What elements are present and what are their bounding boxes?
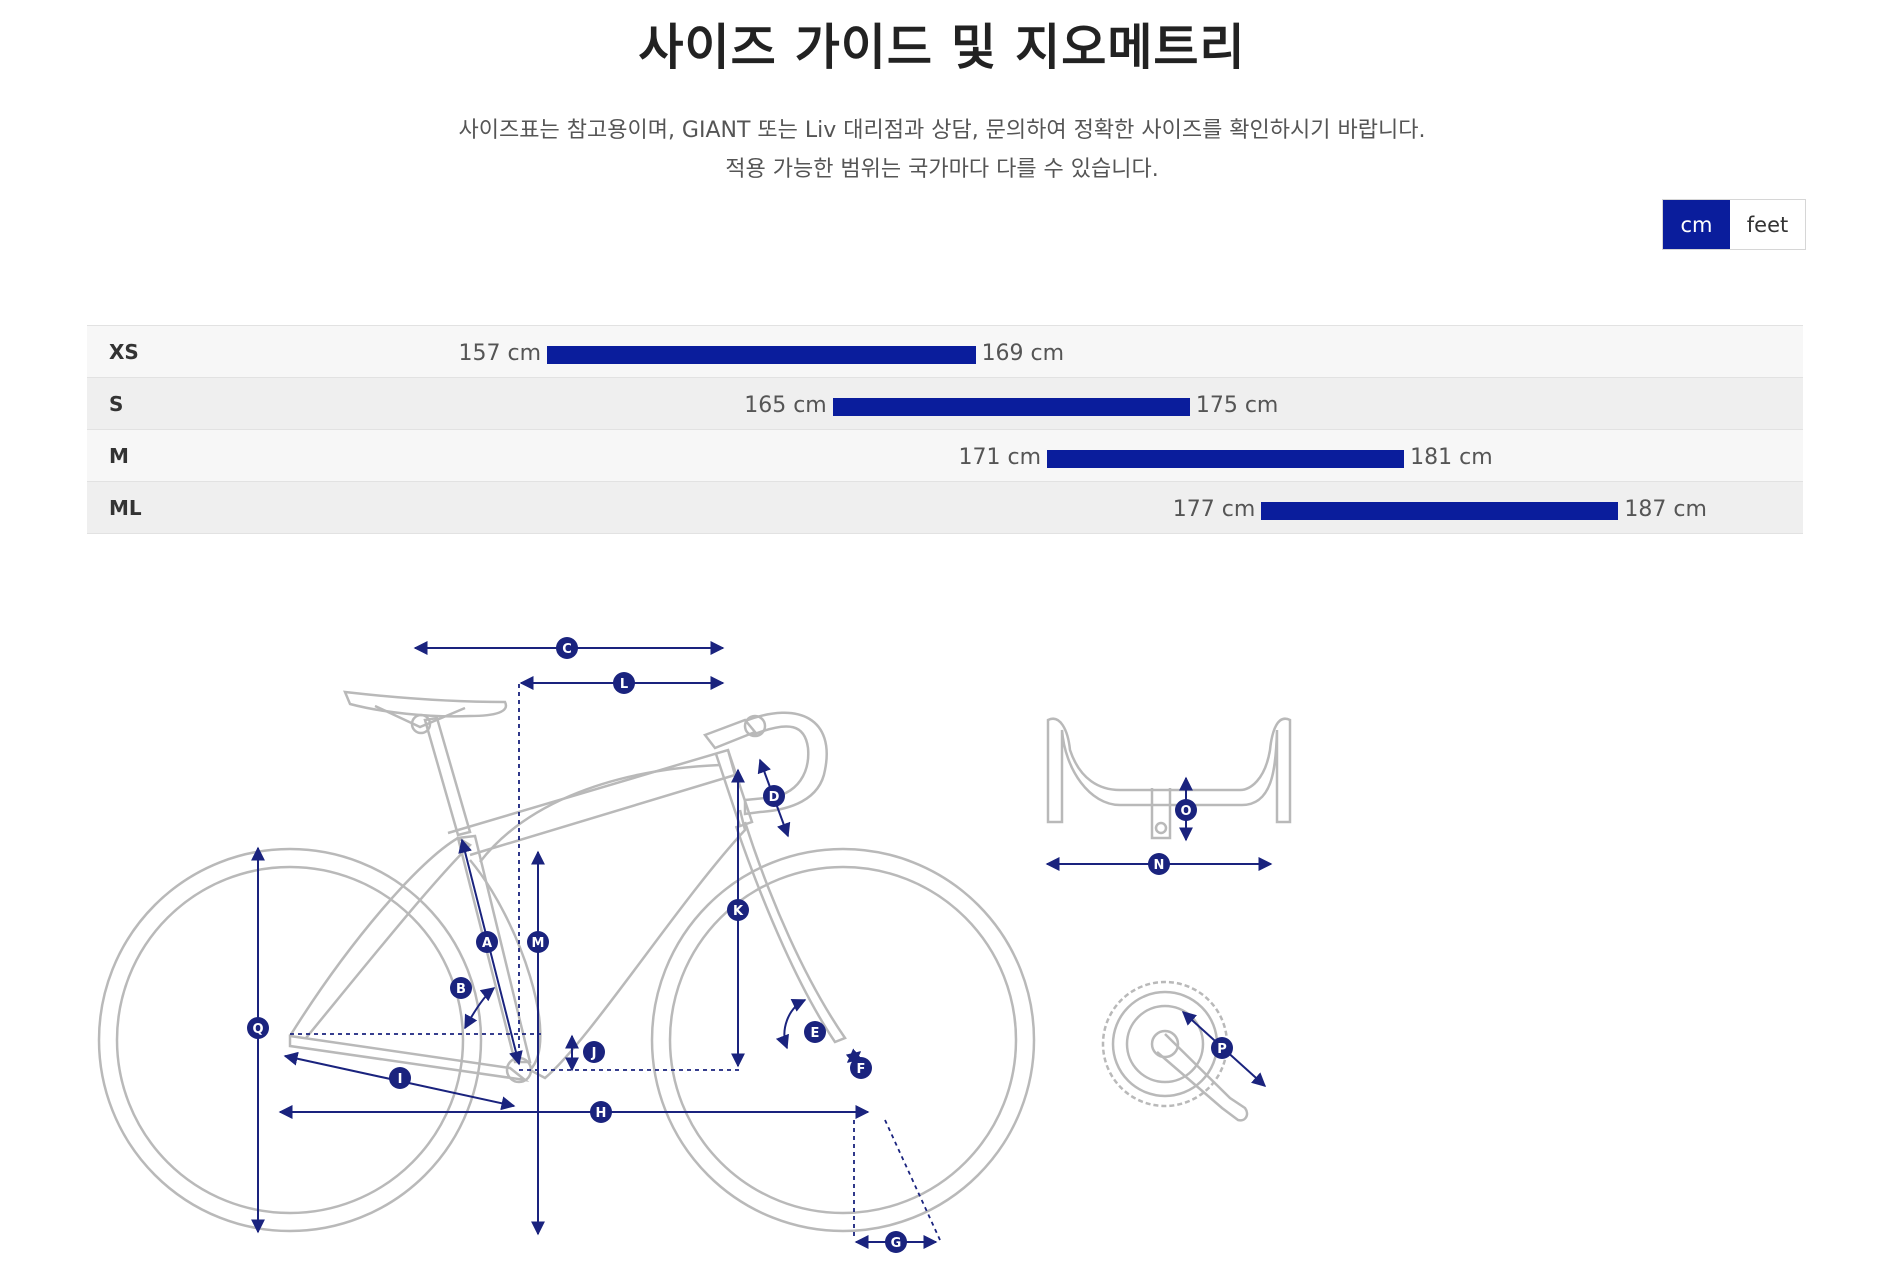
marker-k: K <box>727 899 749 921</box>
svg-text:I: I <box>398 1072 403 1087</box>
unit-toggle: cm feet <box>1662 199 1806 250</box>
marker-h: H <box>590 1101 612 1123</box>
svg-text:M: M <box>532 936 545 951</box>
subtitle-line-1: 사이즈표는 참고용이며, GIANT 또는 Liv 대리점과 상담, 문의하여 … <box>458 118 1426 143</box>
marker-e: E <box>804 1021 826 1043</box>
bike-illustration <box>97 690 1292 1233</box>
svg-text:C: C <box>562 642 572 657</box>
svg-text:N: N <box>1154 858 1165 873</box>
size-row-m: M 171 cm 181 cm <box>87 430 1803 482</box>
range-bar <box>832 398 1190 416</box>
unit-cm-button[interactable]: cm <box>1663 200 1730 249</box>
range-bar <box>1047 450 1405 468</box>
bike-geometry-diagram: C L D A M K B Q E J F I H G O N P <box>97 637 1292 1253</box>
range-min-label: 177 cm <box>1172 497 1256 522</box>
range-max-label: 181 cm <box>1410 445 1493 470</box>
geometry-reference-lines <box>290 684 941 1241</box>
marker-o: O <box>1175 799 1197 821</box>
size-label: XS <box>109 340 139 364</box>
marker-m: M <box>527 931 549 953</box>
range-max-label: 169 cm <box>981 341 1065 366</box>
dimension-markers: C L D A M K B Q E J F I H G O N P <box>247 637 1233 1253</box>
marker-d: D <box>763 785 785 807</box>
svg-text:Q: Q <box>252 1022 263 1037</box>
range-min-label: 165 cm <box>744 393 827 418</box>
range-max-label: 187 cm <box>1624 497 1707 522</box>
svg-text:F: F <box>857 1062 866 1077</box>
size-label: S <box>109 392 124 416</box>
svg-text:D: D <box>769 790 780 805</box>
subtitle-line-2: 적용 가능한 범위는 국가마다 다를 수 있습니다. <box>725 157 1159 182</box>
svg-text:B: B <box>456 982 466 997</box>
marker-b: B <box>450 977 472 999</box>
svg-text:A: A <box>482 936 492 951</box>
svg-text:H: H <box>596 1106 607 1121</box>
size-row-ml: ML 177 cm 187 cm <box>87 482 1803 534</box>
svg-text:G: G <box>891 1236 902 1251</box>
range-bar <box>547 346 976 364</box>
marker-q: Q <box>247 1017 269 1039</box>
range-max-label: 175 cm <box>1195 393 1279 418</box>
marker-l: L <box>613 672 635 694</box>
unit-feet-button[interactable]: feet <box>1730 200 1805 249</box>
svg-text:K: K <box>733 904 744 919</box>
size-row-s: S 165 cm 175 cm <box>87 378 1803 430</box>
marker-i: I <box>389 1067 411 1089</box>
marker-p: P <box>1211 1037 1233 1059</box>
svg-text:L: L <box>620 677 628 692</box>
range-min-label: 157 cm <box>458 341 541 366</box>
marker-n: N <box>1148 853 1170 875</box>
size-range-table: XS 157 cm 169 cm S 165 cm 175 cm M 171 c… <box>87 325 1803 534</box>
marker-g: G <box>885 1231 907 1253</box>
page-title: 사이즈 가이드 및 지오메트리 <box>638 19 1246 76</box>
size-label: M <box>109 444 129 468</box>
marker-j: J <box>583 1041 605 1063</box>
marker-f: F <box>850 1057 872 1079</box>
marker-c: C <box>556 637 578 659</box>
svg-text:O: O <box>1180 804 1191 819</box>
size-row-xs: XS 157 cm 169 cm <box>87 326 1803 378</box>
svg-text:J: J <box>591 1046 597 1061</box>
range-bar <box>1261 502 1619 520</box>
svg-text:P: P <box>1217 1042 1227 1057</box>
dimension-arrows <box>251 641 1273 1249</box>
marker-a: A <box>476 931 498 953</box>
svg-text:E: E <box>811 1026 820 1041</box>
size-label: ML <box>109 496 142 520</box>
range-min-label: 171 cm <box>958 445 1041 470</box>
